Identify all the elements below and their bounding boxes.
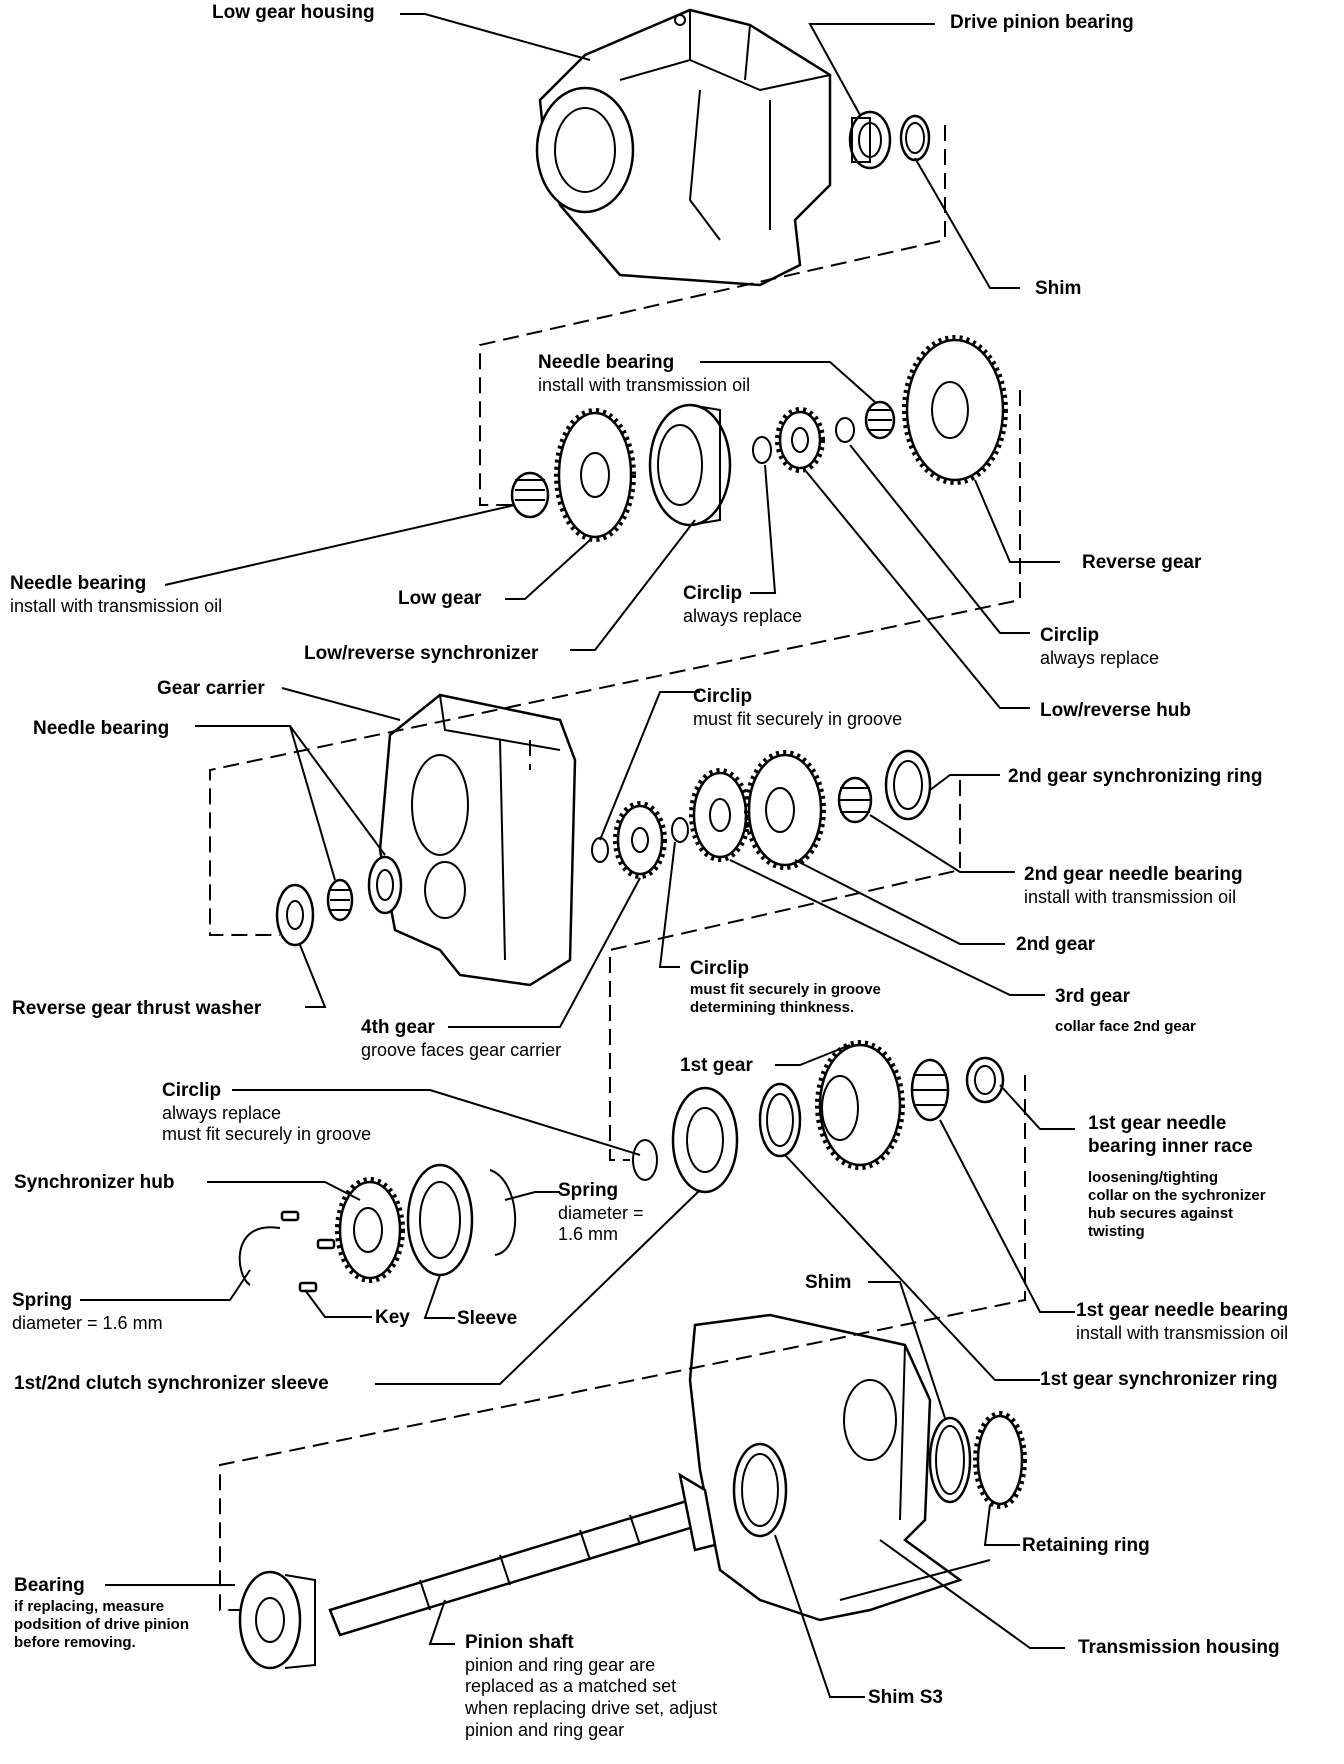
- 1st-gear-part: [815, 1040, 905, 1170]
- needle-bearing-carrier-part: [326, 855, 403, 922]
- label-3rd-gear: 3rd gear: [1055, 986, 1130, 1007]
- 1st-2nd-clutch-sync-sleeve-part: [671, 1086, 739, 1194]
- low-reverse-hub-part: [775, 407, 825, 473]
- label-key: Key: [375, 1307, 410, 1328]
- 4th-gear-part: [613, 801, 667, 879]
- leader-lines: [80, 13, 1075, 1698]
- reverse-gear-thrust-washer-part: [275, 883, 315, 947]
- 1st-gear-needle-bearing-inner-race-part: [965, 1056, 1005, 1104]
- circlip-5-part: [632, 1139, 658, 1181]
- shim-mid-part: [928, 1416, 972, 1504]
- label-2nd-gear: 2nd gear: [1016, 934, 1096, 955]
- transmission-housing-part: [688, 1313, 991, 1622]
- 1st-gear-needle-bearing-part: [910, 1058, 950, 1122]
- label-1st-gear: 1st gear: [680, 1055, 753, 1076]
- bearing-part: [238, 1570, 316, 1670]
- circlip-4-part: [671, 817, 689, 843]
- label-low-reverse-synchronizer: Low/reverse synchronizer: [304, 643, 539, 664]
- 3rd-gear-part: [689, 768, 751, 862]
- label-low-gear: Low gear: [398, 588, 482, 609]
- spring-right-part: [489, 1169, 516, 1256]
- gear-carrier-part: [378, 693, 577, 987]
- circlip-1-part: [752, 436, 772, 464]
- retaining-ring-part: [973, 1411, 1027, 1509]
- label-1st-2nd-clutch-sync-sleeve: 1st/2nd clutch synchronizer sleeve: [14, 1373, 329, 1394]
- shim-top-part: [899, 114, 931, 162]
- circlip-3-part: [591, 837, 609, 863]
- label-retaining-ring: Retaining ring: [1022, 1535, 1150, 1556]
- label-reverse-gear: Reverse gear: [1082, 552, 1202, 573]
- needle-bearing-left-part: [510, 471, 550, 519]
- label-low-reverse-hub: Low/reverse hub: [1040, 700, 1191, 721]
- key-part: [280, 1210, 336, 1293]
- label-1st-gear-sync-ring: 1st gear synchronizer ring: [1040, 1369, 1278, 1390]
- synchronizer-hub-part: [335, 1177, 405, 1283]
- needle-bearing-top-part: [864, 400, 896, 440]
- 2nd-gear-sync-ring-part: [884, 749, 932, 821]
- label-drive-pinion-bearing: Drive pinion bearing: [950, 12, 1134, 33]
- label-shim-s3: Shim S3: [868, 1687, 943, 1708]
- label-sleeve: Sleeve: [457, 1308, 518, 1329]
- low-reverse-synchronizer-part: [648, 403, 732, 527]
- low-gear-housing-part: [535, 8, 832, 287]
- circlip-2-part: [835, 417, 855, 443]
- reverse-gear-part: [902, 335, 1008, 485]
- label-transmission-housing: Transmission housing: [1078, 1637, 1280, 1658]
- label-needle-bearing-carrier: Needle bearing: [33, 718, 170, 739]
- drive-pinion-bearing-part: [848, 110, 892, 170]
- low-gear-part: [554, 408, 636, 542]
- 1st-gear-sync-ring-part: [758, 1082, 802, 1158]
- label-synchronizer-hub: Synchronizer hub: [14, 1172, 175, 1193]
- label-shim-top: Shim: [1035, 278, 1082, 299]
- label-reverse-gear-thrust-washer: Reverse gear thrust washer: [12, 998, 262, 1019]
- pinion-shaft-part: [328, 1472, 717, 1637]
- label-3rd-gear-note: collar face 2nd gear: [1055, 1018, 1196, 1035]
- label-low-gear-housing: Low gear housing: [212, 2, 375, 23]
- label-2nd-gear-sync-ring: 2nd gear synchronizing ring: [1008, 766, 1263, 787]
- shim-s3-part: [732, 1442, 788, 1538]
- label-shim-mid: Shim: [805, 1272, 852, 1293]
- 2nd-gear-part: [744, 750, 826, 870]
- spring-left-part: [238, 1226, 281, 1286]
- sleeve-part: [406, 1163, 474, 1277]
- label-gear-carrier: Gear carrier: [157, 678, 265, 699]
- 2nd-gear-needle-bearing-part: [837, 776, 873, 824]
